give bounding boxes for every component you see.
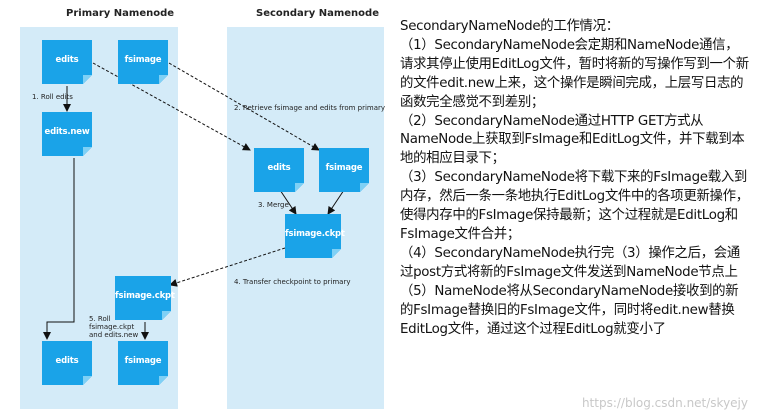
primary-edits-new-label: edits.new [44, 127, 90, 137]
primary-fsimage-ckpt-file: fsimage.ckpt [115, 276, 175, 320]
secondary-edits-label: edits [267, 163, 291, 173]
arrow-merge-fsimage [327, 189, 345, 215]
secondary-fsimage-ckpt-label: fsimage.ckpt [285, 229, 345, 239]
checkpoint-diagram: Primary Namenode Secondary Namenode edit… [20, 8, 386, 409]
notes-step-2: （2）SecondaryNameNode通过HTTP GET方式从NameNod… [400, 113, 745, 167]
step-roll-ckpt-line2: fsimage.ckpt [89, 323, 135, 331]
primary-fsimage-final-file: fsimage [118, 341, 168, 385]
primary-fsimage-final-label: fsimage [124, 356, 162, 366]
arrow-retrieve-edits [92, 62, 251, 151]
primary-edits-file: edits [42, 40, 92, 84]
notes-step-5: （5）NameNode将从SecondaryNameNode接收到的新的FsIm… [400, 283, 739, 337]
step-roll-edits: 1. Roll edits [32, 93, 73, 101]
explanation-text: SecondaryNameNode的工作情况： （1）SecondaryName… [400, 18, 750, 339]
arrow-merge-edits [279, 189, 297, 215]
secondary-fsimage-file: fsimage [319, 148, 369, 192]
primary-fsimage-file: fsimage [118, 40, 168, 84]
notes-title: SecondaryNameNode的工作情况： [400, 19, 619, 34]
primary-fsimage-ckpt-label: fsimage.ckpt [115, 291, 175, 301]
step-merge: 3. Merge [258, 201, 289, 209]
watermark: https://blog.csdn.net/skyejy [581, 396, 748, 410]
primary-namenode-title: Primary Namenode [66, 8, 175, 19]
primary-edits-new-file: edits.new [42, 112, 92, 156]
flow-arrows [43, 62, 345, 340]
arrow-retrieve-fsimage [168, 62, 320, 151]
arrow-roll-edits-new [43, 158, 75, 340]
arrow-transfer-checkpoint [169, 247, 286, 287]
secondary-edits-file: edits [254, 148, 304, 192]
notes-step-1: （1）SecondaryNameNode会定期和NameNode通信，请求其停止… [400, 37, 749, 110]
primary-edits-label: edits [55, 55, 79, 65]
step-transfer: 4. Transfer checkpoint to primary [234, 278, 351, 286]
primary-edits-final-file: edits [42, 341, 92, 385]
notes-step-4: （4）SecondaryNameNode执行完（3）操作之后，会通过post方式… [400, 245, 740, 280]
primary-fsimage-label: fsimage [124, 55, 162, 65]
primary-edits-final-label: edits [55, 356, 79, 366]
step-roll-ckpt-line1: 5. Roll [89, 315, 111, 323]
step-roll-ckpt-line3: and edits.new [89, 331, 139, 339]
step-retrieve: 2. Retrieve fsimage and edits from prima… [234, 104, 386, 112]
notes-step-3: （3）SecondaryNameNode将下载下来的FsImage载入到内存，然… [400, 170, 749, 242]
secondary-fsimage-label: fsimage [325, 163, 363, 173]
secondary-fsimage-ckpt-file: fsimage.ckpt [285, 214, 345, 258]
secondary-namenode-title: Secondary Namenode [256, 8, 379, 19]
